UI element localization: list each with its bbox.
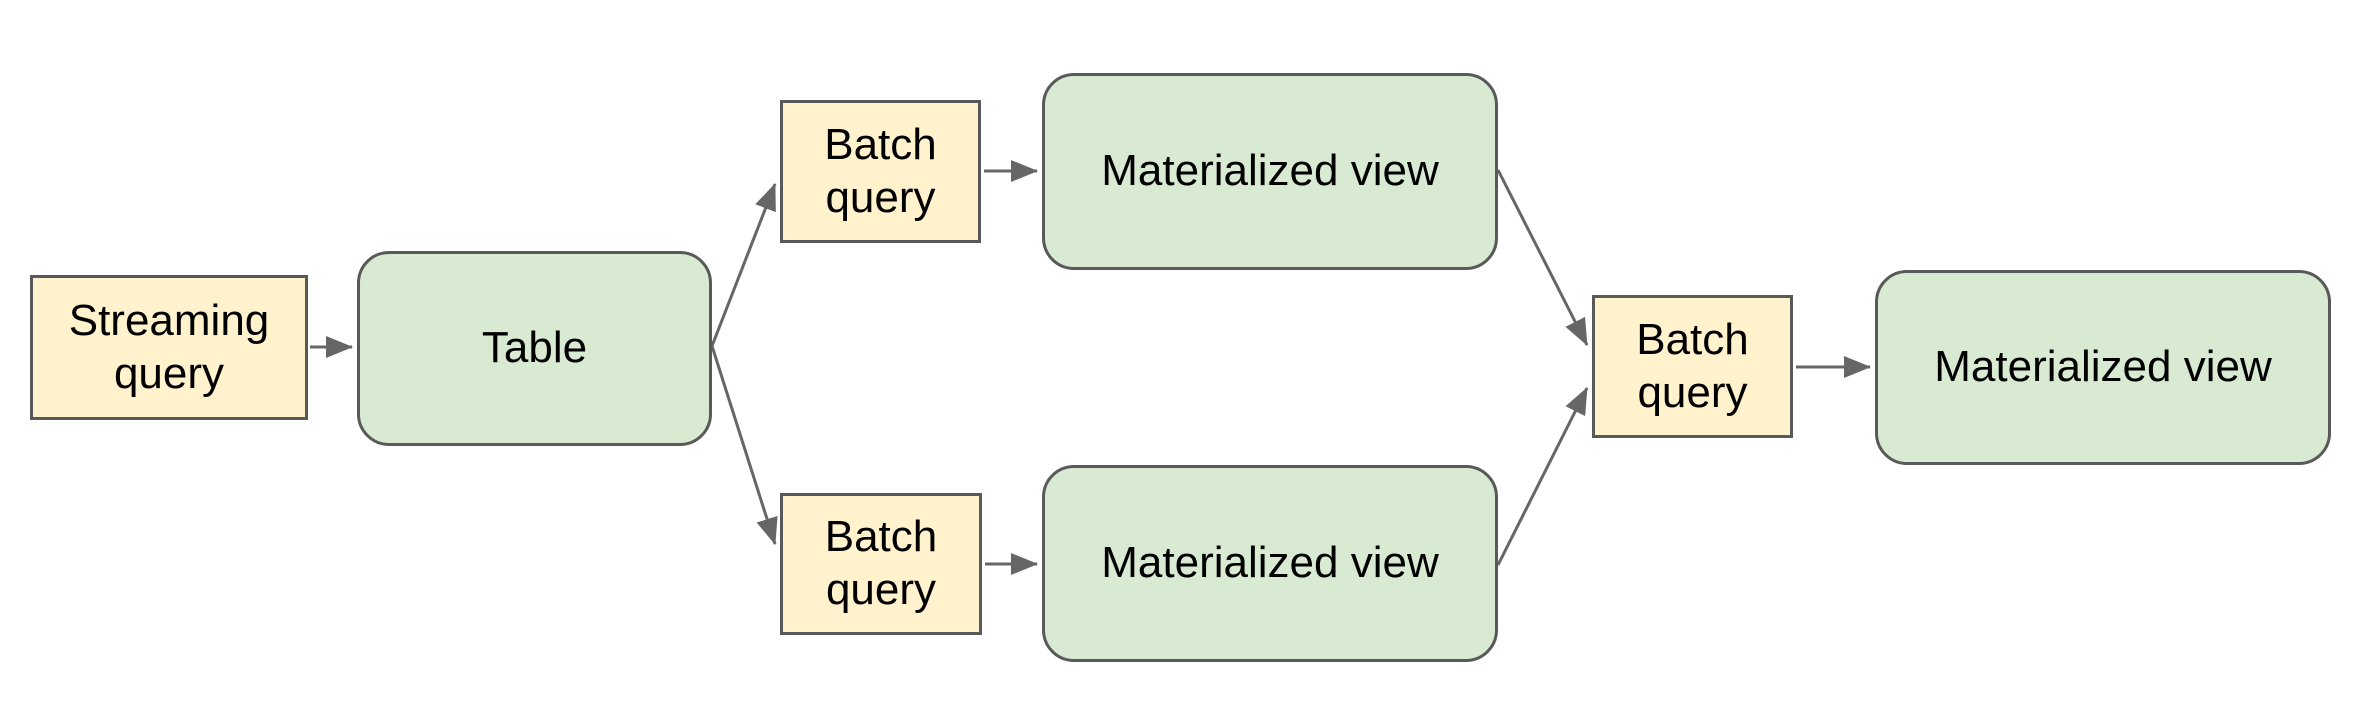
- edge-table-to-batch-query-bottom: [710, 345, 778, 545]
- node-materialized-view-right-label: Materialized view: [1934, 342, 2272, 392]
- edge-materialized-view-top-to-batch-query-right: [1496, 169, 1589, 346]
- node-streaming-query: Streaming query: [30, 275, 308, 420]
- node-batch-query-right: Batch query: [1592, 295, 1793, 438]
- node-table-label: Table: [481, 323, 588, 373]
- node-materialized-view-top: Materialized view: [1042, 73, 1498, 270]
- edge-materialized-view-bottom-to-batch-query-right: [1496, 387, 1589, 566]
- node-batch-query-bottom-label: Batch query: [824, 512, 938, 614]
- node-materialized-view-bottom: Materialized view: [1042, 465, 1498, 662]
- node-materialized-view-top-label: Materialized view: [1101, 146, 1439, 196]
- node-materialized-view-bottom-label: Materialized view: [1101, 538, 1439, 588]
- node-streaming-query-label: Streaming query: [68, 295, 270, 398]
- node-materialized-view-right: Materialized view: [1875, 270, 2331, 465]
- node-batch-query-bottom: Batch query: [780, 493, 982, 635]
- edge-table-to-batch-query-top: [710, 183, 777, 347]
- node-batch-query-top: Batch query: [780, 100, 981, 243]
- node-table: Table: [357, 251, 712, 446]
- node-batch-query-right-label: Batch query: [1636, 314, 1749, 417]
- node-batch-query-top-label: Batch query: [824, 119, 937, 222]
